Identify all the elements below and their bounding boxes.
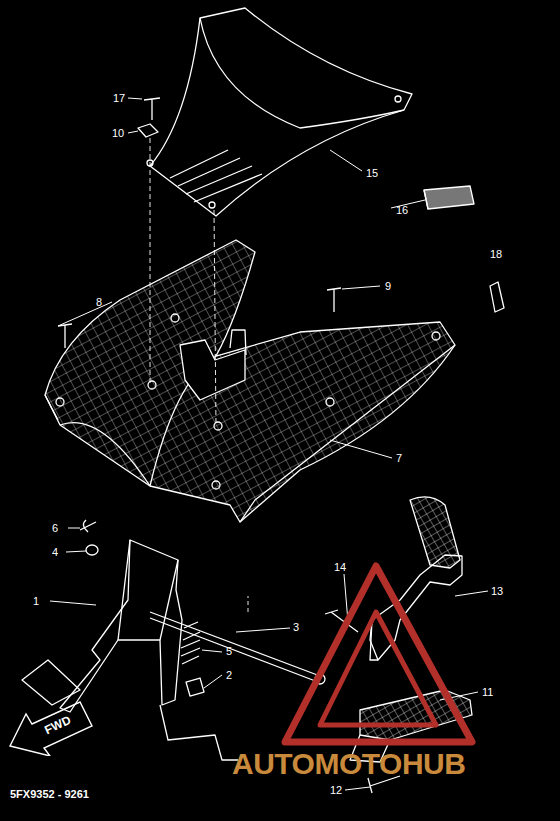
callout-number: 5 bbox=[226, 645, 232, 657]
callout-number: 8 bbox=[96, 296, 102, 308]
callout-number: 17 bbox=[113, 92, 125, 104]
callout-number: 2 bbox=[226, 669, 232, 681]
direction-arrow: FWD bbox=[8, 700, 98, 756]
callout-number: 15 bbox=[366, 167, 378, 179]
callout-number: 10 bbox=[112, 127, 124, 139]
callout-number: 9 bbox=[385, 280, 391, 292]
callout-number: 14 bbox=[334, 561, 346, 573]
callout-number: 4 bbox=[52, 546, 58, 558]
callout-number: 1 bbox=[33, 595, 39, 607]
diagram-code: 5FX9352 - 9261 bbox=[10, 788, 89, 800]
callout-number: 11 bbox=[482, 686, 493, 698]
callout-number: 3 bbox=[293, 621, 299, 633]
callout-number: 7 bbox=[396, 452, 402, 464]
watermark: AUTOMOTOHUB bbox=[232, 748, 465, 780]
callout-number: 12 bbox=[330, 784, 342, 796]
callout-number: 16 bbox=[396, 204, 408, 216]
callout-number: 13 bbox=[491, 585, 503, 597]
callout-number: 18 bbox=[490, 248, 502, 260]
callout-number: 6 bbox=[52, 522, 58, 534]
